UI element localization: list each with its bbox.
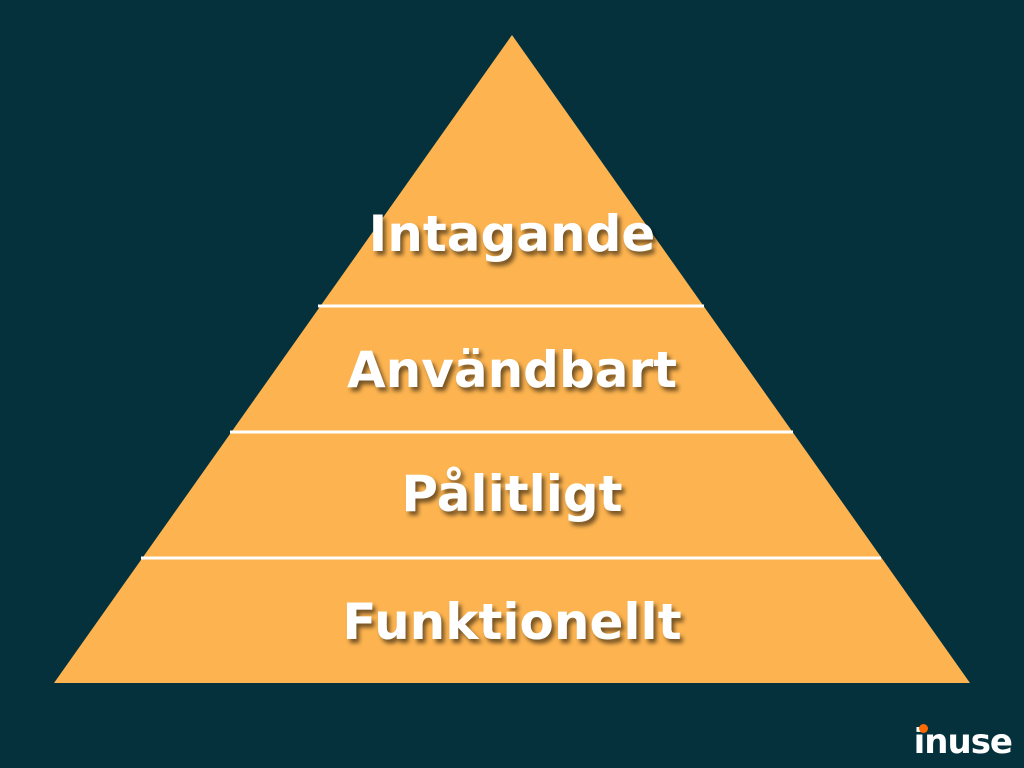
level-label-funktionellt: Funktionellt [342,593,682,651]
level-label-palitligt: Pålitligt [401,465,623,523]
logo-dot-icon [918,724,928,733]
inuse-logo: inuse [913,722,1013,762]
pyramid-triangle [54,35,970,683]
level-label-intagande: Intagande [368,205,656,263]
logo-text: inuse [913,722,1013,762]
level-label-anvandbart: Användbart [346,341,678,399]
